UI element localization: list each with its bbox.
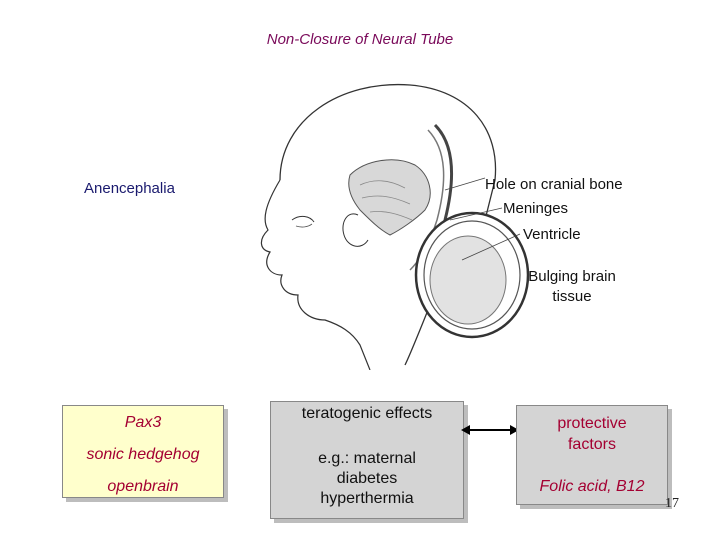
hole-annotation: Hole on cranial bone (485, 176, 623, 193)
teratogenic-line-1: e.g.: maternal (318, 450, 416, 467)
infant-head-illustration (260, 83, 530, 370)
gene-sonic-hedgehog: sonic hedgehog (86, 446, 200, 463)
protective-examples: Folic acid, B12 (539, 478, 645, 495)
bulging-line-2: tissue (552, 288, 592, 305)
protective-heading: protective factors (517, 413, 667, 455)
protective-box: protective factors Folic acid, B12 (516, 405, 668, 505)
page-number: 17 (665, 496, 679, 511)
genes-box: Pax3 sonic hedgehog openbrain (62, 405, 224, 498)
teratogenic-examples: e.g.: maternal diabetes hyperthermia (271, 449, 463, 509)
teratogenic-box: teratogenic effects e.g.: maternal diabe… (270, 401, 464, 519)
gene-pax3: Pax3 (124, 414, 162, 431)
protective-heading-line-1: protective (557, 415, 627, 432)
page-title: Non-Closure of Neural Tube (266, 31, 454, 48)
meninges-annotation: Meninges (503, 200, 569, 217)
anencephalia-label: Anencephalia (84, 180, 175, 197)
teratogenic-heading: teratogenic effects (301, 405, 433, 422)
double-arrow-icon (461, 425, 519, 435)
bulging-brain-annotation: Bulging brain tissue (516, 267, 628, 307)
ventricle-annotation: Ventricle (523, 226, 581, 243)
teratogenic-line-2: diabetes (336, 470, 398, 487)
teratogenic-line-3: hyperthermia (320, 490, 414, 507)
bulging-line-1: Bulging brain (528, 268, 616, 285)
gene-openbrain: openbrain (107, 478, 179, 495)
protective-heading-line-2: factors (567, 436, 616, 453)
